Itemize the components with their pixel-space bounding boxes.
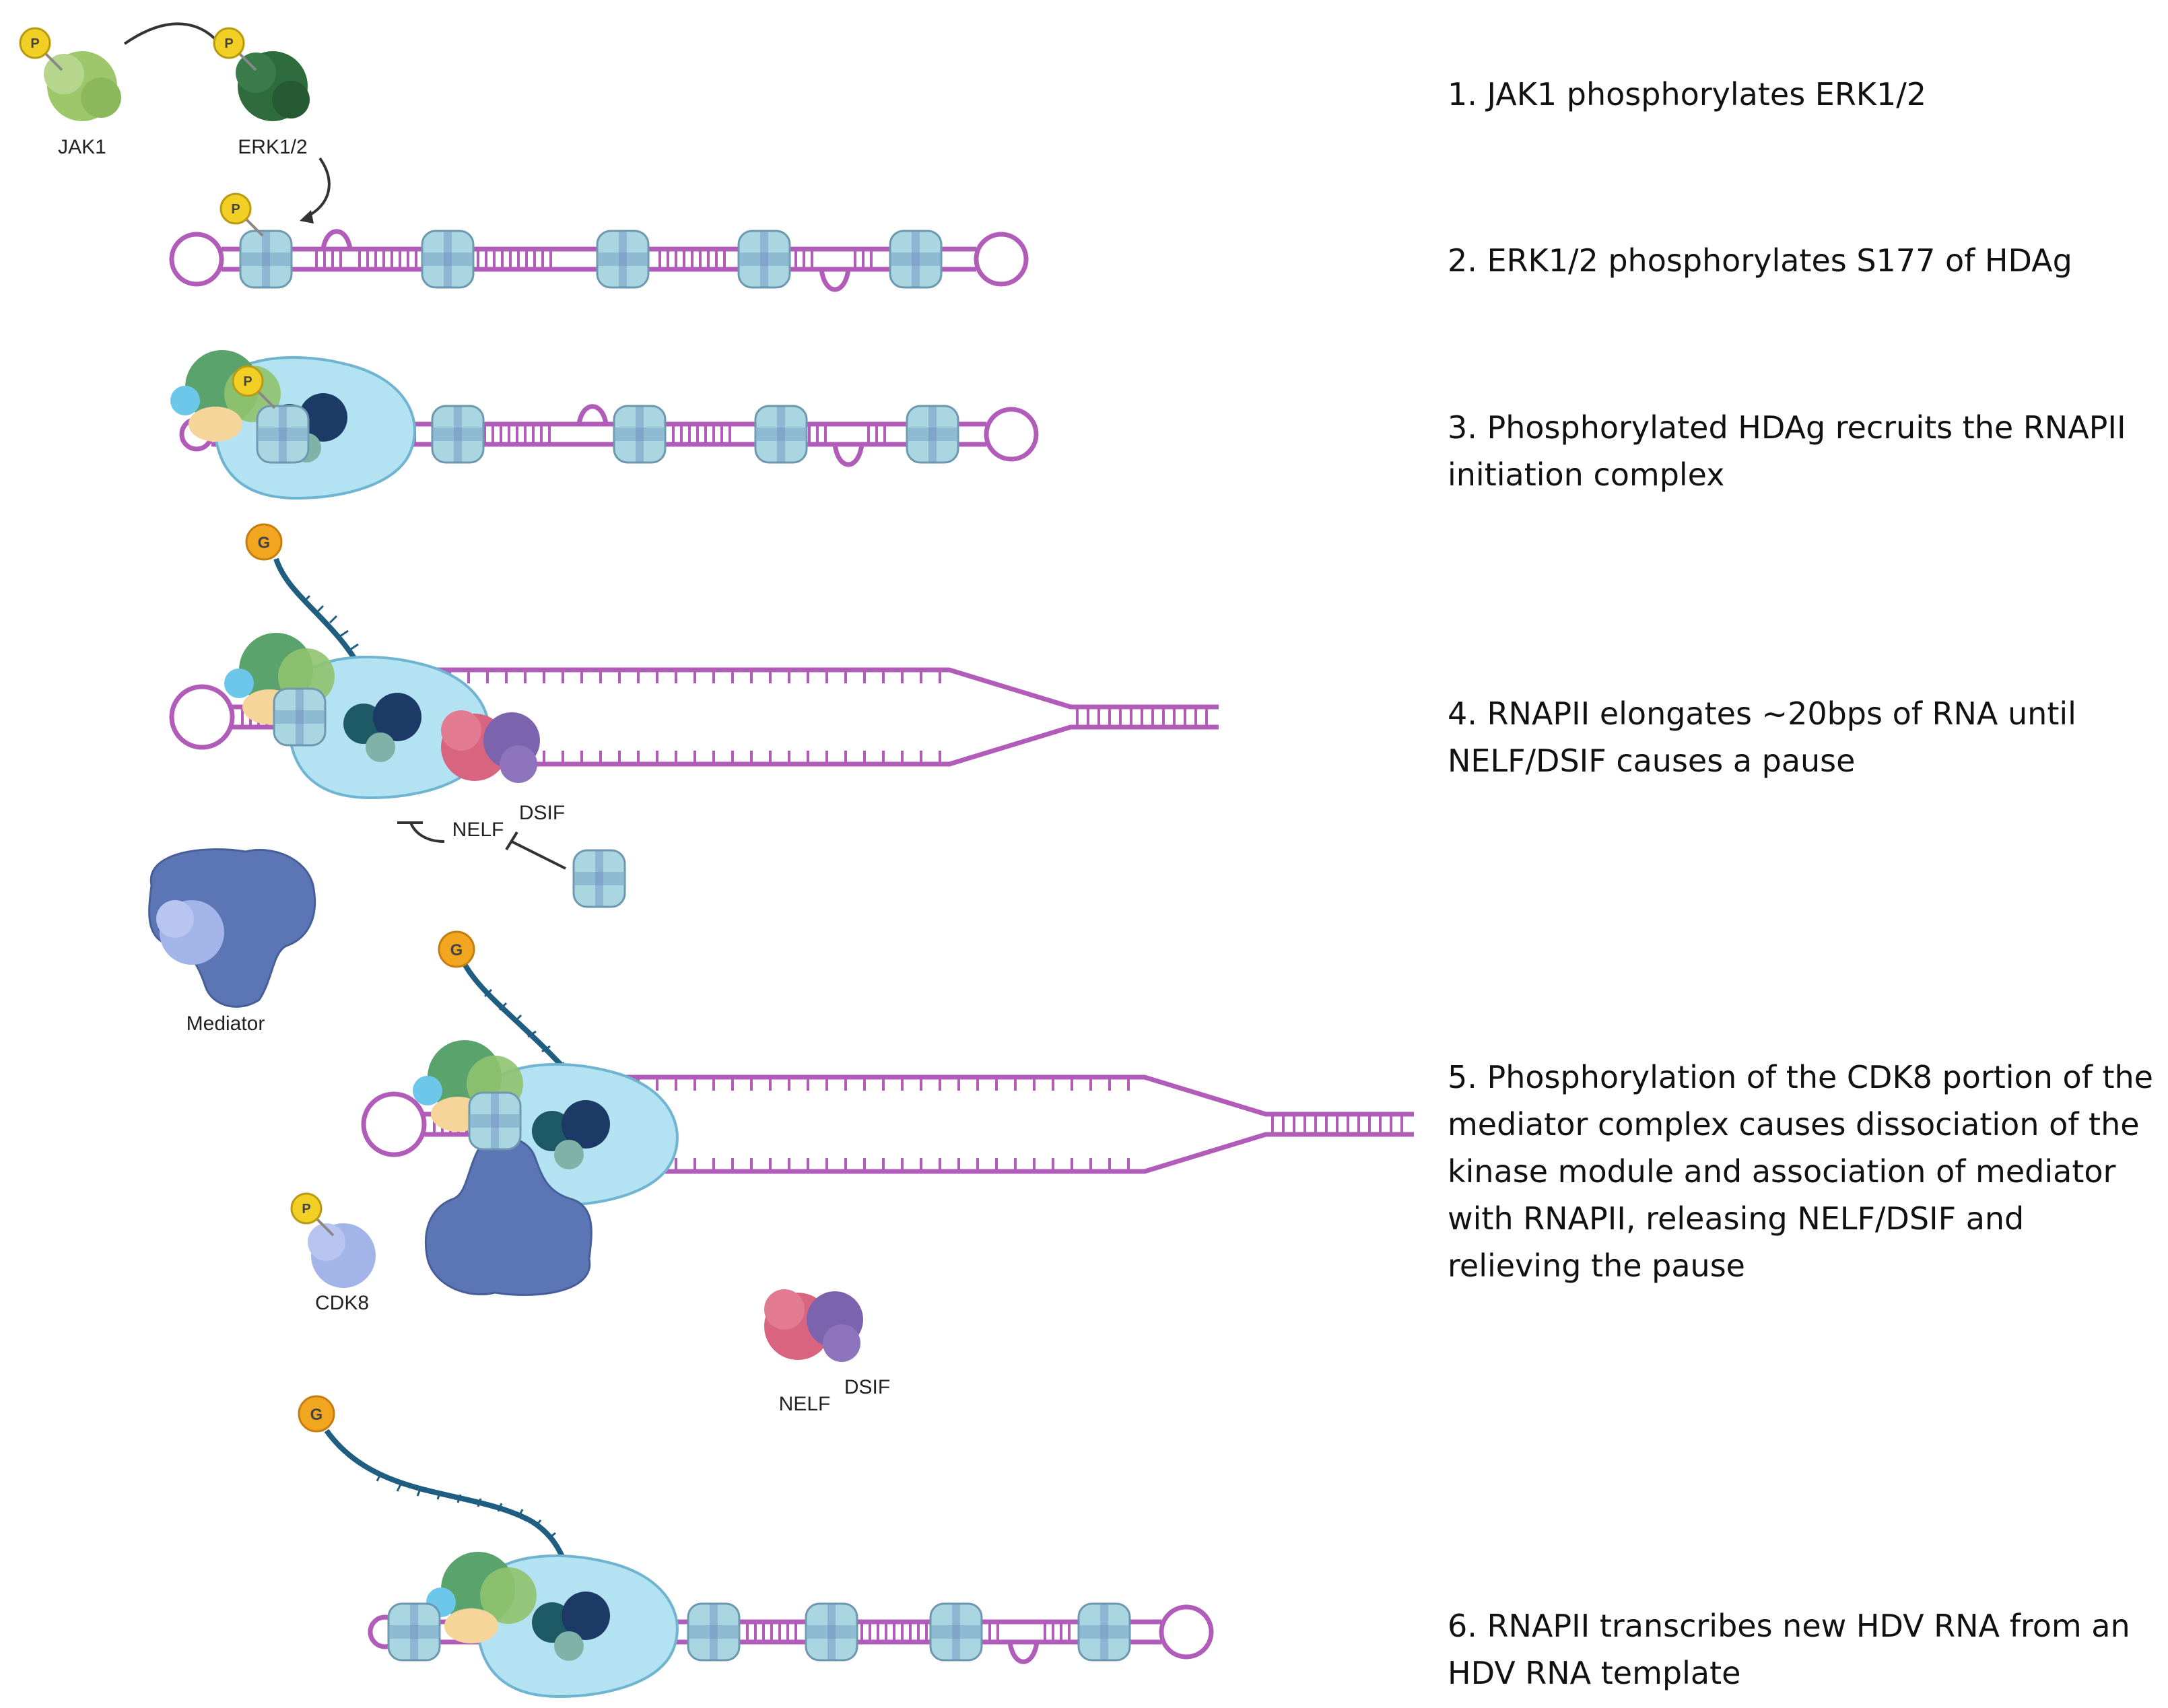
dsif-label-released: DSIF [844,1376,890,1398]
cap-tag-row4: G [245,523,283,561]
nelf-dsif-released [764,1289,863,1362]
inhibition-line-hdag [511,840,566,870]
hdag-row5 [468,1091,522,1151]
nelf-dsif-row4 [441,710,540,783]
arrow-jak1-erk [123,22,224,48]
cdk8-free [308,1223,376,1288]
jak1-label: JAK1 [58,136,106,158]
cap-glyph: G [310,1406,323,1424]
phospho-glyph: P [231,202,240,217]
hdag-phospho-tag-row3: P [232,365,276,409]
step-1-text: 1. JAK1 phosphorylates ERK1/2 [1448,76,1927,112]
nelf-label-released: NELF [779,1393,831,1415]
cap-glyph: G [450,941,463,959]
phospho-glyph: P [224,36,233,51]
hdag-phospho-tag-row2: P [219,193,264,237]
nelf-label-row4: NELF [452,819,504,841]
mediator-label: Mediator [187,1013,265,1035]
phospho-glyph: P [243,374,252,389]
nascent-rna-row6-rungs [376,1472,556,1540]
erk-label: ERK1/2 [238,136,307,158]
inhibition-arc-nelf [409,822,445,843]
step-2-text: 2. ERK1/2 phosphorylates S177 of HDAg [1448,242,2072,279]
cdk8-label: CDK8 [315,1292,369,1314]
step-3-text: 3. Phosphorylated HDAg recruits the RNAP… [1448,409,2126,493]
cap-tag-row5: G [438,930,475,968]
free-hdag-row4 [572,849,626,908]
cap-tag-row6: G [298,1395,335,1433]
nascent-rna-row5-rungs [483,988,565,1068]
nascent-rna-row4-rungs [302,594,367,664]
inhibition-bar-hdag [505,831,518,851]
hdag-row4 [273,687,327,747]
phospho-glyph: P [302,1202,310,1217]
hdv-rna-row2-rungs [315,249,873,269]
arrow-erk-hdag [306,157,331,218]
cdk8-module-bound [156,900,224,965]
step-6-text: 6. RNAPII transcribes new HDV RNA from a… [1448,1608,2130,1691]
cap-glyph: G [258,534,271,552]
jak1-phospho-tag: P [19,27,63,71]
step-4-text: 4. RNAPII elongates ~20bps of RNA until … [1448,695,2076,779]
erk-phospho-tag: P [213,27,257,71]
arrow-erk-hdag-head [300,210,314,224]
dsif-label-row4: DSIF [519,802,565,824]
cdk8-phospho-tag: P [290,1192,335,1237]
hdv-rna-row6-rungs [746,1622,1071,1642]
phospho-glyph: P [30,36,39,51]
step-5-text: 5. Phosphorylation of the CDK8 portion o… [1448,1059,2153,1284]
jak1-protein [44,51,121,121]
